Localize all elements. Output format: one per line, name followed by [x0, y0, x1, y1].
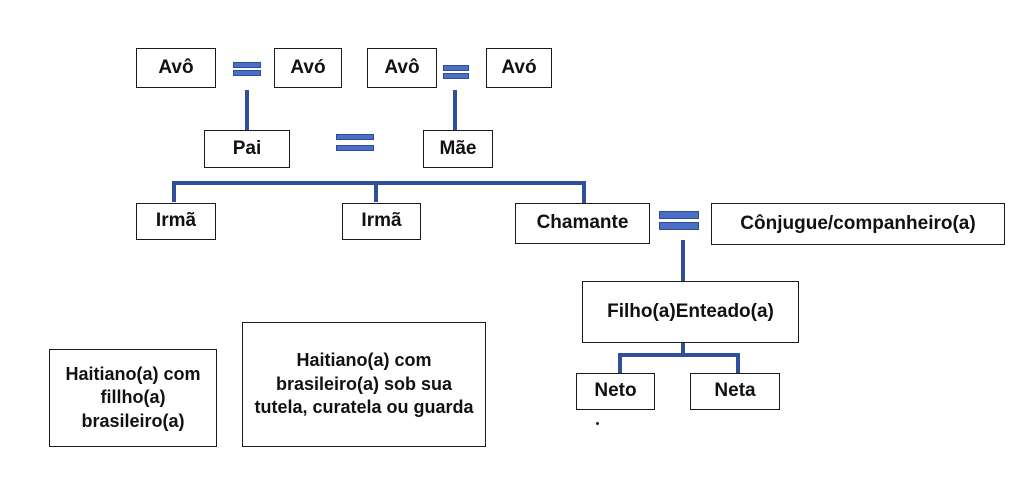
node-child: Filho(a)Enteado(a) [582, 281, 799, 343]
note-haitian-with-brazilian-child: Haitiano(a) com fillho(a) brasileiro(a) [49, 349, 217, 447]
node-label: Neto [594, 380, 637, 402]
marriage-symbol-maternal [443, 65, 469, 79]
marriage-symbol-caller-spouse [659, 211, 699, 230]
node-sister-2: Irmã [342, 203, 421, 240]
node-label: Neta [714, 380, 756, 402]
node-label: Cônjugue/companheiro(a) [740, 212, 976, 234]
node-label: Irmã [361, 210, 402, 232]
node-caller: Chamante [515, 203, 650, 244]
connector-paternal-grandparents-to-father [245, 90, 249, 130]
node-grandfather-maternal: Avô [367, 48, 437, 88]
node-grandson: Neto [576, 373, 655, 410]
marriage-symbol-parents [336, 134, 374, 151]
connector-siblings-horizontal [172, 181, 586, 185]
connector-caller-drop [582, 181, 586, 203]
node-spouse: Cônjugue/companheiro(a) [711, 203, 1005, 245]
node-mother: Mãe [423, 130, 493, 168]
node-label: Mãe [439, 137, 477, 159]
node-label: Chamante [536, 212, 629, 234]
node-label: Avô [158, 56, 194, 78]
connector-granddaughter-drop [736, 353, 740, 373]
connector-couple-to-child [681, 240, 685, 281]
connector-grandchildren-horizontal [618, 353, 740, 357]
note-text: Haitiano(a) com fillho(a) brasileiro(a) [65, 363, 201, 431]
note-text: Haitiano(a) com brasileiro(a) sob sua tu… [254, 350, 474, 418]
connector-child-to-grandchildren-stem [681, 343, 685, 355]
node-father: Pai [204, 130, 290, 168]
node-label: Avô [384, 56, 420, 78]
connector-maternal-grandparents-to-mother [453, 90, 457, 130]
node-grandfather-paternal: Avô [136, 48, 216, 88]
node-label: Avó [290, 56, 326, 78]
node-granddaughter: Neta [690, 373, 780, 410]
connector-sister-2-drop [374, 181, 378, 202]
connector-sister-1-drop [172, 181, 176, 202]
node-grandmother-maternal: Avó [486, 48, 552, 88]
node-label: Filho(a)Enteado(a) [607, 300, 774, 322]
stray-dot [596, 422, 599, 425]
node-grandmother-paternal: Avó [274, 48, 342, 88]
node-label: Avó [501, 56, 537, 78]
marriage-symbol-paternal [233, 62, 261, 76]
note-haitian-guardian-of-brazilian: Haitiano(a) com brasileiro(a) sob sua tu… [242, 322, 486, 447]
connector-grandson-drop [618, 353, 622, 373]
node-label: Pai [232, 137, 262, 159]
node-label: Irmã [155, 210, 197, 232]
node-sister-1: Irmã [136, 203, 216, 240]
